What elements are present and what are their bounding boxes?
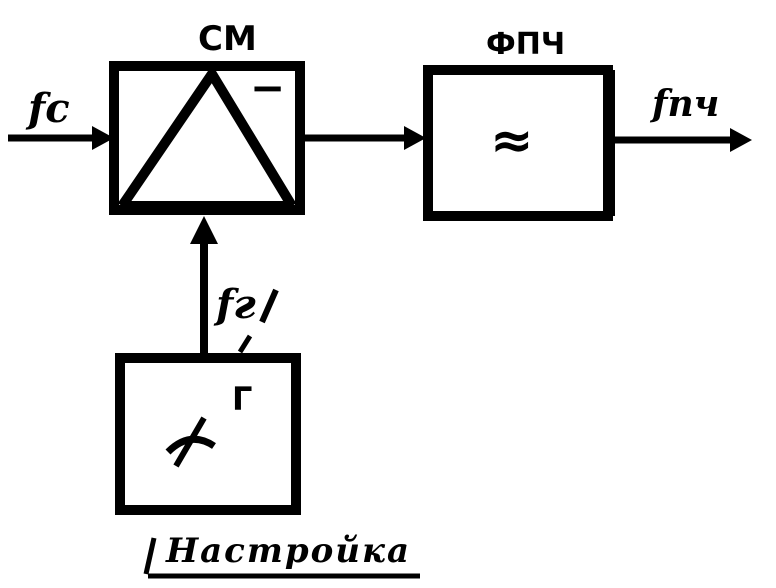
- mixer-label: СМ: [198, 19, 257, 59]
- mixer-to-filter-arrow: [300, 126, 426, 150]
- tuning-label: Настройка: [165, 531, 411, 571]
- input-signal-arrow: [8, 126, 114, 150]
- filter-symbol-icon: ≈: [490, 111, 534, 171]
- mixer-sign: −: [250, 63, 285, 112]
- oscillator-label: Г: [232, 380, 252, 418]
- input-signal-label: fc: [25, 85, 70, 132]
- variable-oscillator-icon: [165, 416, 216, 468]
- tuning-tick: [237, 334, 253, 354]
- output-signal-arrow: [612, 128, 752, 152]
- heterodyne-signal-label: fг: [213, 281, 256, 328]
- filter-label: ФПЧ: [486, 27, 565, 62]
- oscillator-block: [115, 353, 301, 515]
- oscillator-to-mixer-arrow: [190, 216, 218, 358]
- filter-block: [423, 65, 615, 221]
- heterodyne-mark: [259, 288, 279, 324]
- output-signal-label: fпч: [649, 83, 719, 125]
- tuning-bracket: [143, 537, 157, 575]
